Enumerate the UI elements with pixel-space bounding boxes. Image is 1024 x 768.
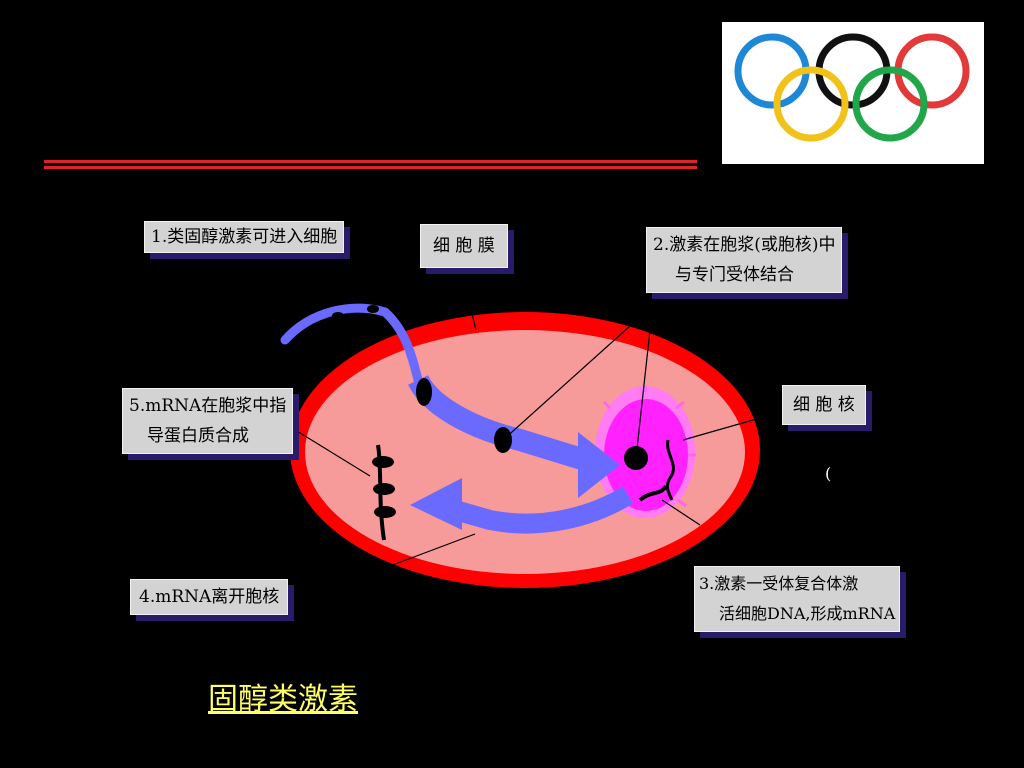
dna-strand <box>665 439 675 501</box>
hormone-entry-path <box>280 303 423 385</box>
label-cell-membrane: 细 胞 膜 <box>420 224 508 268</box>
stray-mark: ( <box>825 464 832 483</box>
header-rule-top <box>44 160 697 163</box>
nuclear-pores <box>602 386 696 508</box>
ribosome-2 <box>373 483 395 495</box>
label-nucleus-text: 细 胞 核 <box>793 395 855 415</box>
label-step3-dna-activation: 3.激素一受体复合体激 活细胞DNA,形成mRNA <box>694 566 901 632</box>
label-step5-line1: 5.mRNA在胞浆中指 <box>129 396 287 416</box>
hormone-mark-1 <box>332 312 344 320</box>
ribosome-1 <box>372 456 394 468</box>
label-step5-line2: 导蛋白质合成 <box>147 426 249 446</box>
header-rule-bottom <box>44 166 697 169</box>
hormone-molecule-entry <box>416 378 432 406</box>
label-step3-line1: 3.激素一受体复合体激 <box>699 574 859 593</box>
hormone-mark-2 <box>367 305 379 313</box>
mrna-arrowhead <box>410 478 462 530</box>
ring-yellow <box>773 66 849 142</box>
label-step5-protein-synthesis: 5.mRNA在胞浆中指 导蛋白质合成 <box>122 388 294 454</box>
label-step2-receptor-binding: 2.激素在胞浆(或胞核)中 与专门受体结合 <box>646 227 843 293</box>
olympic-rings-logo <box>722 22 984 164</box>
mrna-strand <box>638 484 668 502</box>
label-step2-line2: 与专门受体结合 <box>675 265 794 285</box>
mrna-exit-arrow <box>452 486 634 534</box>
label-membrane-text: 细 胞 膜 <box>433 236 495 256</box>
label-step1-enter-cell: 1.类固醇激素可进入细胞 <box>144 221 345 253</box>
leader-lines <box>291 313 761 567</box>
label-step2-line1: 2.激素在胞浆(或胞核)中 <box>653 235 836 255</box>
label-step4-mrna-leaves-nucleus: 4.mRNA离开胞核 <box>130 579 289 615</box>
olympic-rings-icon <box>734 33 970 142</box>
label-nucleus: 细 胞 核 <box>782 385 866 425</box>
page-title: 固醇类激素 <box>208 682 358 717</box>
label-step3-line2: 活细胞DNA,形成mRNA <box>719 604 896 623</box>
label-step1-text: 1.类固醇激素可进入细胞 <box>151 227 338 247</box>
ribosome-3 <box>374 506 396 518</box>
ring-green <box>852 66 928 142</box>
hormone-arrowhead <box>578 432 620 498</box>
label-step4-text: 4.mRNA离开胞核 <box>139 587 280 607</box>
